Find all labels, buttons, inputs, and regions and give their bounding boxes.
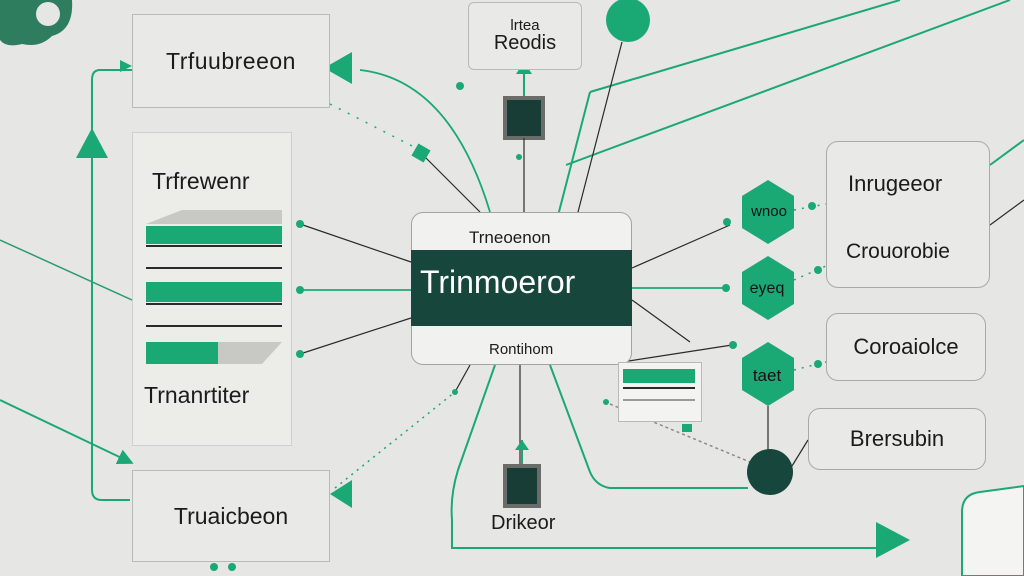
connector-line bbox=[299, 223, 412, 263]
node-right-2[interactable]: Coroaiolce bbox=[826, 313, 986, 381]
left-panel-footer: Trnanrtiter bbox=[144, 382, 250, 408]
small-panel[interactable] bbox=[618, 362, 702, 422]
panel-bar bbox=[146, 226, 282, 244]
connector-dot bbox=[722, 284, 730, 292]
arrow-right-icon bbox=[876, 522, 910, 558]
node-square bbox=[503, 464, 541, 508]
hexagon-node[interactable] bbox=[742, 256, 794, 320]
panel-bar bbox=[218, 342, 282, 364]
decorative-dot bbox=[36, 2, 60, 26]
connector-line bbox=[425, 157, 481, 213]
hexagon-node[interactable] bbox=[742, 180, 794, 244]
hexagon-label: wnoo bbox=[751, 203, 787, 220]
connector-dot bbox=[296, 220, 304, 228]
node-right-1[interactable] bbox=[826, 141, 990, 288]
connector-dot bbox=[808, 202, 816, 210]
connector-line bbox=[631, 299, 691, 343]
panel-bar bbox=[146, 342, 218, 364]
node-square bbox=[503, 96, 545, 140]
connector-line bbox=[589, 0, 901, 93]
connector-line bbox=[793, 265, 827, 281]
connector-dot bbox=[296, 350, 304, 358]
connector-dot bbox=[729, 341, 737, 349]
connector-line bbox=[359, 69, 491, 213]
connector-line bbox=[552, 91, 591, 236]
connector-dot bbox=[814, 360, 822, 368]
node-label: lrtea bbox=[510, 16, 540, 34]
hexagon-label: taet bbox=[752, 366, 782, 385]
connector-node bbox=[411, 143, 431, 163]
connector-dot bbox=[814, 266, 822, 274]
status-circle bbox=[606, 0, 650, 42]
hexagon-node[interactable] bbox=[742, 342, 794, 406]
node-label: Crouorobie bbox=[846, 240, 950, 263]
connector-dot bbox=[210, 563, 218, 571]
center-node-title: Trinmoeror bbox=[420, 264, 576, 300]
connector-line bbox=[0, 239, 133, 301]
connector-line bbox=[0, 399, 134, 465]
node-label: Reodis bbox=[493, 32, 557, 55]
panel-bar bbox=[623, 369, 695, 383]
connector-dot bbox=[456, 82, 464, 90]
center-node-band bbox=[411, 250, 632, 326]
node-top-center[interactable]: lrtea Reodis bbox=[468, 2, 582, 70]
hexagon-label: eyeq bbox=[749, 280, 785, 297]
arrow-right-icon bbox=[120, 60, 132, 72]
connector-line bbox=[565, 0, 1011, 166]
connector-line bbox=[631, 224, 731, 269]
left-panel-title: Trfrewenr bbox=[152, 168, 250, 194]
connector-line bbox=[450, 364, 880, 549]
node-label: Truaicbeon bbox=[173, 502, 289, 529]
connector-dot bbox=[603, 399, 609, 405]
connector-line bbox=[334, 391, 456, 489]
panel-divider bbox=[623, 387, 695, 389]
partial-card bbox=[961, 484, 1024, 576]
node-right-3[interactable]: Brersubin bbox=[808, 408, 986, 470]
connector-dot bbox=[296, 286, 304, 294]
arrow-left-icon bbox=[330, 480, 352, 508]
status-circle bbox=[747, 449, 793, 495]
connector-line bbox=[793, 361, 827, 371]
connector-line bbox=[989, 199, 1024, 226]
arrow-up-icon bbox=[76, 128, 108, 158]
panel-bar bbox=[146, 282, 282, 302]
node-label: Inrugeeor bbox=[848, 171, 943, 196]
connector-dot bbox=[228, 563, 236, 571]
connector-line bbox=[621, 344, 733, 363]
connector-line bbox=[791, 439, 809, 467]
node-label: Trfuubreeon bbox=[166, 47, 296, 74]
connector-line bbox=[989, 139, 1024, 166]
panel-bar bbox=[146, 210, 282, 224]
node-bottom-center-label: Drikeor bbox=[491, 512, 556, 534]
connector-line bbox=[299, 317, 412, 355]
node-top-left[interactable]: Trfuubreeon bbox=[132, 14, 330, 108]
connector-line bbox=[454, 364, 471, 393]
panel-divider bbox=[623, 399, 695, 401]
node-label: Brersubin bbox=[849, 426, 945, 451]
center-node-bottom-label: Rontihom bbox=[489, 341, 554, 358]
node-label: Coroaiolce bbox=[853, 334, 959, 359]
connector-line bbox=[329, 103, 421, 151]
arrow-left-icon bbox=[324, 52, 352, 84]
center-node-top-label: Trneoenon bbox=[469, 228, 551, 247]
connector-dot bbox=[452, 389, 458, 395]
connector-dot bbox=[723, 218, 731, 226]
decorative-blob bbox=[0, 0, 73, 46]
connector-node bbox=[682, 424, 692, 432]
node-bottom-left[interactable]: Truaicbeon bbox=[132, 470, 330, 562]
connector-line bbox=[91, 69, 132, 501]
connector-line bbox=[549, 364, 748, 489]
connector-line bbox=[577, 41, 623, 213]
connector-dot bbox=[516, 154, 522, 160]
